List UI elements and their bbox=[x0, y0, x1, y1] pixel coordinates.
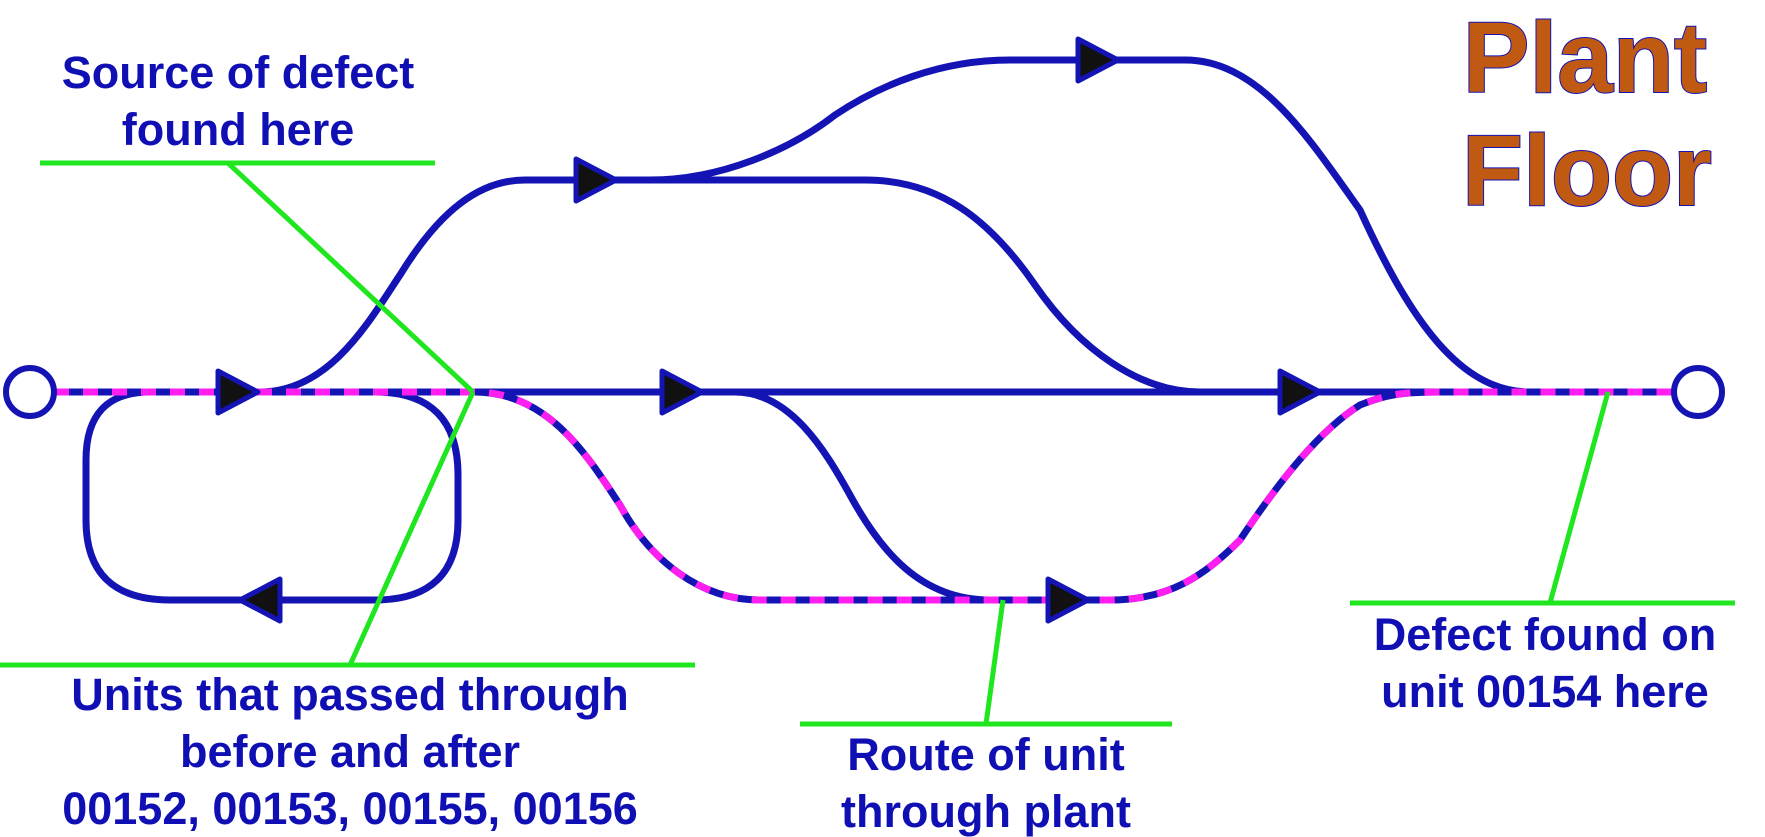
defect-label-line1: Defect found on bbox=[1374, 609, 1716, 660]
middle-lower-branch bbox=[731, 388, 994, 604]
source-label-line2: found here bbox=[122, 104, 355, 155]
start-node bbox=[3, 365, 57, 419]
arrow-rework-loop bbox=[237, 576, 283, 624]
title-line-plant: Plant bbox=[1463, 2, 1707, 114]
units-label-line1: Units that passed through bbox=[71, 669, 629, 720]
defect-label-line2: unit 00154 here bbox=[1381, 666, 1709, 717]
defect-unit-route bbox=[54, 388, 1673, 604]
units-label-line2: before and after bbox=[180, 726, 520, 777]
source-leader bbox=[226, 161, 475, 394]
route-label-line1: Route of unit bbox=[847, 729, 1124, 780]
units-label-line3: 00152, 00153, 00155, 00156 bbox=[62, 783, 638, 834]
rework-loop bbox=[82, 388, 462, 604]
route-leader bbox=[983, 599, 1006, 725]
lower-route bbox=[471, 388, 1444, 604]
defect-leader bbox=[1547, 391, 1611, 604]
title-line-floor: Floor bbox=[1462, 115, 1712, 227]
arrow-upper-branch bbox=[573, 156, 619, 204]
arrow-main-end bbox=[1277, 368, 1323, 416]
arrow-lower-route bbox=[1045, 576, 1091, 624]
upper-branch bbox=[256, 176, 1204, 396]
arrow-top-branch bbox=[1075, 36, 1121, 84]
top-branch bbox=[646, 56, 1534, 396]
route-label-line2: through plant bbox=[841, 786, 1131, 837]
arrow-main-start bbox=[215, 368, 261, 416]
source-label-line1: Source of defect bbox=[62, 47, 415, 98]
end-node bbox=[1671, 365, 1725, 419]
units-leader bbox=[347, 390, 476, 667]
arrow-main-middle bbox=[659, 368, 705, 416]
